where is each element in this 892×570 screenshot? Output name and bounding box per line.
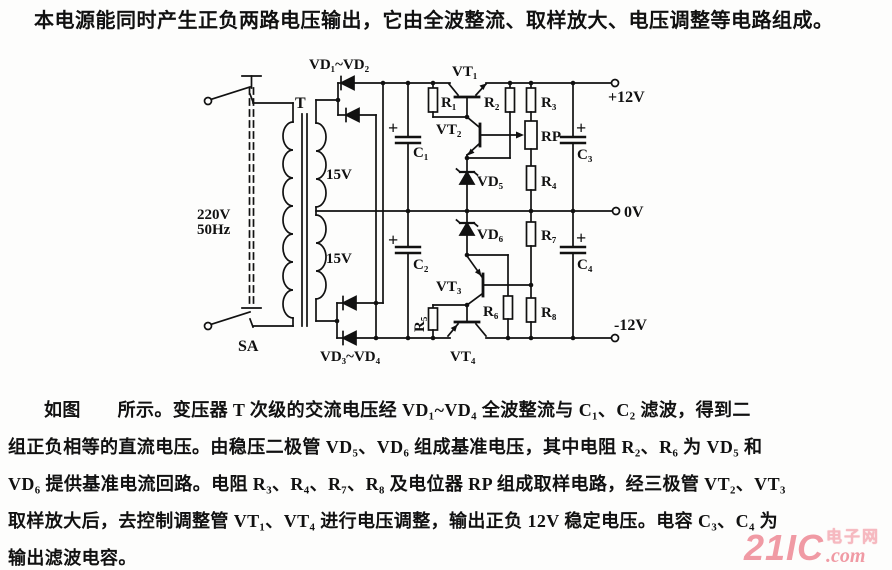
resistor-r6 bbox=[466, 254, 514, 339]
label-transformer: T bbox=[295, 95, 306, 112]
junction-dots bbox=[334, 80, 576, 341]
capacitor-c1 bbox=[394, 82, 422, 212]
label-r6: R₆ bbox=[483, 304, 499, 320]
label-c1-plus: + bbox=[388, 118, 398, 138]
label-r3: R₃ bbox=[541, 95, 557, 111]
label-c3-plus: + bbox=[576, 118, 586, 138]
label-mains-voltage: 220V bbox=[197, 207, 231, 223]
label-c4-plus: + bbox=[576, 228, 586, 248]
resistor-r5 bbox=[427, 304, 468, 339]
label-r2: R₂ bbox=[484, 95, 500, 111]
label-r4: R₄ bbox=[541, 174, 557, 190]
transistor-vt4 bbox=[446, 304, 488, 338]
description-line-1: 如图 所示。变压器 T 次级的交流电压经 VD₁~VD₄ 全波整流与 C₁、C₂… bbox=[44, 400, 751, 420]
label-vt1: VT₁ bbox=[452, 64, 477, 80]
resistor-r4 bbox=[525, 165, 537, 212]
description-paragraph: 如图 所示。变压器 T 次级的交流电压经 VD₁~VD₄ 全波整流与 C₁、C₂… bbox=[8, 392, 886, 570]
label-vt4: VT₄ bbox=[450, 349, 476, 365]
label-secondary-lower: 15V bbox=[326, 251, 352, 267]
watermark-tld: .com bbox=[825, 545, 866, 567]
label-vd5: VD₅ bbox=[477, 174, 504, 190]
resistor-r2 bbox=[466, 82, 516, 159]
label-vd1-vd2: VD₁~VD₂ bbox=[309, 57, 370, 73]
label-rp: RP bbox=[541, 129, 561, 145]
transformer-t bbox=[282, 99, 339, 327]
label-vd3-vd4: VD₃~VD₄ bbox=[320, 349, 381, 365]
label-c3: C₃ bbox=[577, 147, 593, 163]
label-r8: R₈ bbox=[541, 305, 557, 321]
rectifier-diodes bbox=[336, 75, 384, 346]
resistor-r8 bbox=[525, 297, 537, 339]
description-line-3: VD₆ 提供基准电流回路。电阻 R₃、R₄、R₇、R₈ 及电位器 RP 组成取样… bbox=[8, 474, 786, 494]
ac-input-switch bbox=[203, 75, 294, 331]
resistor-r1 bbox=[427, 82, 468, 118]
label-vt2: VT₂ bbox=[436, 122, 462, 138]
transistor-vt1 bbox=[447, 82, 488, 118]
label-switch: SA bbox=[238, 338, 259, 355]
label-r5: R₅ bbox=[412, 316, 428, 332]
label-c2-plus: + bbox=[388, 230, 398, 250]
watermark: 21IC 电子网 .com bbox=[743, 527, 880, 568]
capacitor-c3 bbox=[559, 82, 587, 212]
label-r7: R₇ bbox=[541, 228, 557, 244]
label-secondary-upper: 15V bbox=[326, 167, 352, 183]
label-out-zero: 0V bbox=[624, 204, 644, 221]
label-vt3: VT₃ bbox=[436, 279, 462, 295]
capacitor-c4 bbox=[559, 210, 587, 339]
label-mains-freq: 50Hz bbox=[197, 222, 231, 238]
transistor-vt2 bbox=[465, 115, 524, 159]
description-line-5: 输出滤波电容。 bbox=[8, 548, 137, 568]
description-line-2: 组正负相等的直流电压。由稳压二极管 VD₅、VD₆ 组成基准电压，其中电阻 R₂… bbox=[8, 437, 763, 457]
watermark-brand-logo: 21IC bbox=[743, 527, 824, 568]
label-out-neg: -12V bbox=[614, 317, 647, 334]
intro-paragraph: 本电源能同时产生正负两路电压输出，它由全波整流、取样放大、电压调整等电路组成。 bbox=[34, 10, 834, 32]
zener-vd6 bbox=[455, 210, 479, 256]
label-c1: C₁ bbox=[413, 145, 428, 161]
zener-vd5 bbox=[455, 157, 479, 212]
capacitor-c2 bbox=[394, 210, 422, 339]
potentiometer-rp bbox=[524, 120, 538, 167]
description-line-4: 取样放大后，去控制调整管 VT₁、VT₄ 进行电压调整，输出正负 12V 稳定电… bbox=[8, 511, 779, 531]
transistor-vt3 bbox=[465, 254, 532, 307]
label-c4: C₄ bbox=[577, 257, 593, 273]
label-c2: C₂ bbox=[413, 257, 429, 273]
watermark-site-name: 电子网 bbox=[825, 529, 880, 546]
label-vd6: VD₆ bbox=[477, 227, 504, 243]
label-out-pos: +12V bbox=[608, 89, 645, 106]
resistor-r3 bbox=[525, 82, 537, 122]
circuit-diagram: VD₁~VD₂ VT₁ +12V T R₁ R₂ R₃ VT₂ RP + C₁ … bbox=[197, 57, 647, 365]
label-r1: R₁ bbox=[441, 95, 456, 111]
